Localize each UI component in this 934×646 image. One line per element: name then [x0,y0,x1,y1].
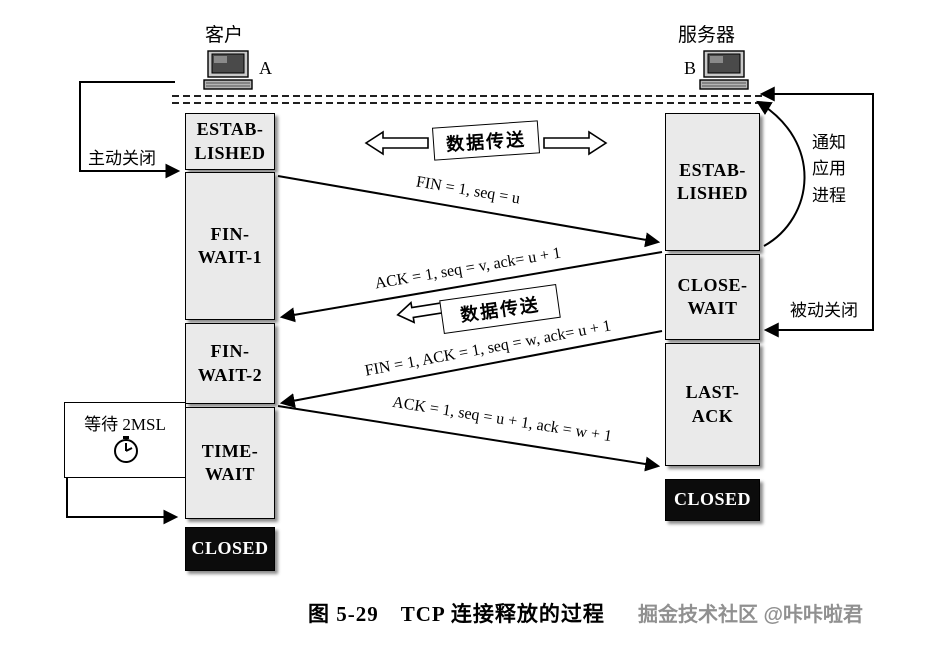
clock-icon [114,436,138,463]
msg-arrow-ack-1 [279,251,663,323]
passive-close-bracket-arrow [759,86,874,338]
client-computer-icon [203,50,253,90]
client-host-title: 客户 [205,25,244,46]
data-transfer-right-arrow-icon [543,130,608,156]
watermark: 掘金技术社区 @咔咔啦君 [638,604,864,626]
client-state-established: ESTAB- LISHED [185,113,275,170]
notify-app-curve-arrow [756,100,806,247]
msg-arrow-fin-1 [277,175,661,248]
server-host-title: 服务器 [678,25,736,46]
wait-2msl-arrow [66,478,179,525]
active-close-label: 主动关闭 [88,149,156,168]
wait-2msl-box: 等待 2MSL [64,402,186,478]
wait-2msl-label: 等待 2MSL [84,415,166,434]
server-state-last-ack: LAST- ACK [665,343,760,466]
msg-arrow-ack-2 [277,405,661,472]
data-transfer-left-arrow-icon [364,130,429,156]
client-host-letter: A [259,58,272,78]
server-state-closed: CLOSED [665,479,760,521]
active-close-arrow [79,81,181,179]
passive-close-label: 被动关闭 [790,301,858,320]
client-state-closed: CLOSED [185,527,275,571]
server-host-letter: B [684,58,697,78]
server-computer-icon [699,50,749,90]
msg-arrow-fin-2 [279,330,663,408]
client-state-fin-wait-1: FIN- WAIT-1 [185,172,275,320]
client-state-time-wait: TIME- WAIT [185,407,275,519]
data-transfer-mid-arrow-icon [396,301,443,324]
notify-app-label: 通知 应用 进程 [812,133,846,205]
figure-caption: 图 5-29 TCP 连接释放的过程 [308,602,605,626]
server-state-close-wait: CLOSE- WAIT [665,254,760,340]
client-state-fin-wait-2: FIN- WAIT-2 [185,323,275,404]
server-state-established: ESTAB- LISHED [665,113,760,251]
